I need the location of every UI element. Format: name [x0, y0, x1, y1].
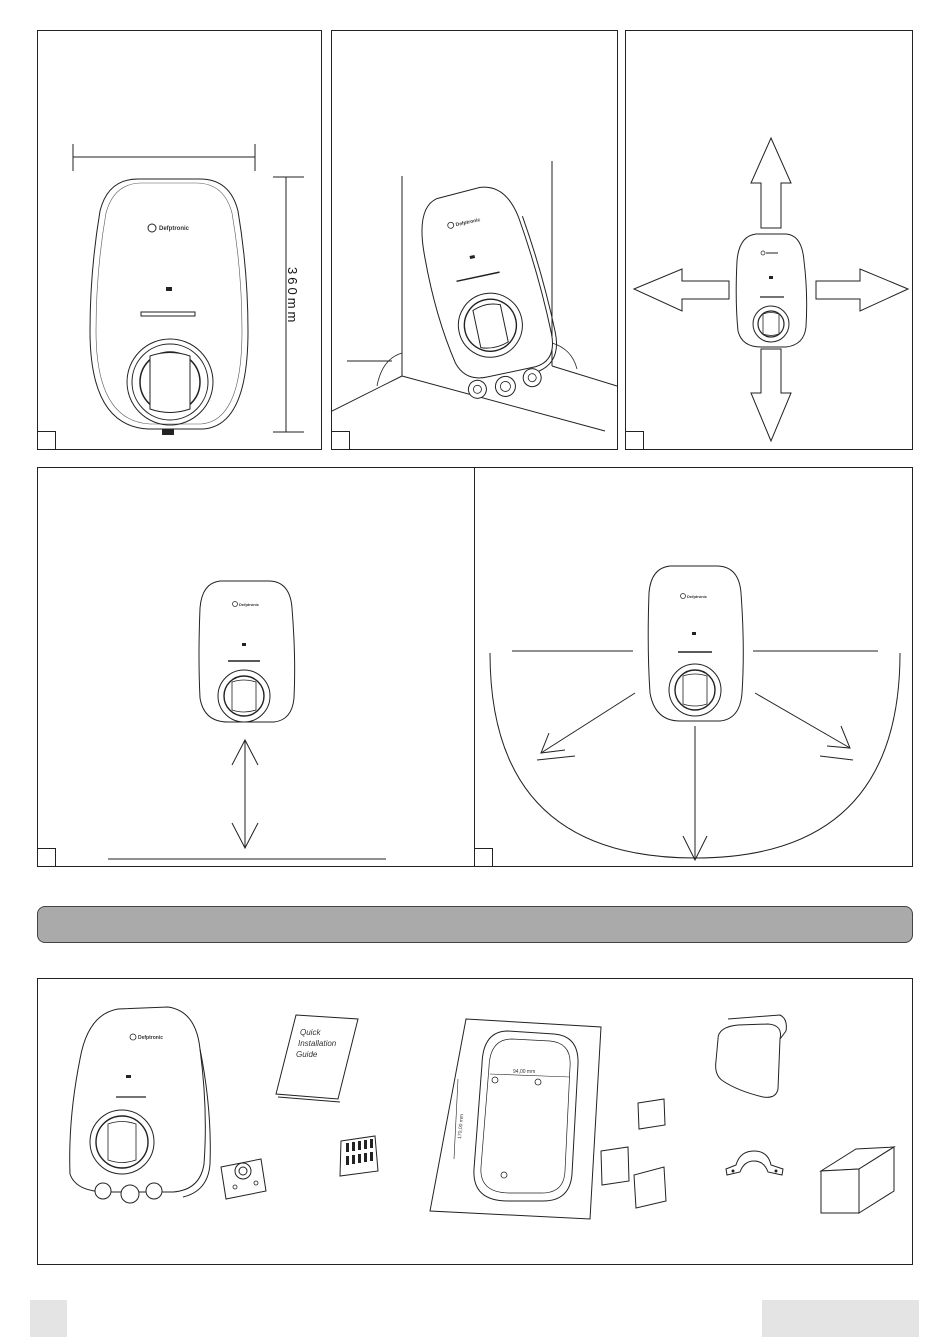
- mounting-template-illustration: 94,00 mm 170,00 mm: [430, 1019, 601, 1219]
- cable-reach-drawing: Defptronic: [475, 468, 914, 868]
- cable-clamp-illustration: [726, 1151, 783, 1175]
- brand-logo-text: Defptronic: [159, 226, 190, 232]
- arrow-down: [751, 349, 791, 441]
- arrow-left: [634, 269, 729, 311]
- height-from-floor-panel: Defptronic: [37, 467, 475, 867]
- dimensions-panel: Defptronic 360mm: [37, 30, 322, 450]
- package-contents-panel: Defptronic Quick Installation Guide: [37, 978, 913, 1265]
- cable-gland-illustration: [221, 1159, 266, 1199]
- screw-kit-illustration: [340, 1136, 378, 1176]
- package-box-illustration: [821, 1147, 894, 1213]
- panel-corner-marker-5: [475, 848, 493, 866]
- wall-corner-drawing: Defptronic: [332, 31, 619, 451]
- clearance-arrows-drawing: [626, 31, 914, 451]
- package-contents-drawing: Defptronic Quick Installation Guide: [38, 979, 914, 1266]
- cable-holder-illustration: [716, 1015, 787, 1097]
- panel-corner-marker-2: [332, 431, 350, 449]
- panel-corner-marker: [38, 431, 56, 449]
- adhesive-pads-illustration: [601, 1099, 666, 1208]
- brand-logo-text-4: Defptronic: [687, 594, 708, 599]
- wall-corner-panel: Defptronic: [331, 30, 618, 450]
- footer-label-box: [762, 1300, 919, 1337]
- panel-corner-marker-3: [626, 431, 644, 449]
- charger-unit-illustration: Defptronic: [70, 1007, 211, 1203]
- arrow-up: [751, 138, 791, 228]
- cable-reach-panel: Defptronic: [474, 467, 913, 867]
- brand-logo-text-5: Defptronic: [138, 1035, 163, 1041]
- guide-line-3: Guide: [296, 1050, 318, 1059]
- arrow-right: [816, 269, 908, 311]
- guide-line-1: Quick: [300, 1028, 321, 1037]
- clearance-arrows-panel: [625, 30, 913, 450]
- panel-corner-marker-4: [38, 848, 56, 866]
- page-number-box: [30, 1300, 67, 1337]
- height-dimension-label: 360mm: [285, 267, 300, 325]
- height-from-floor-drawing: Defptronic: [38, 468, 476, 868]
- template-width-label: 94,00 mm: [513, 1069, 535, 1075]
- brand-logo-text-3: Defptronic: [239, 602, 260, 607]
- quick-guide-booklet-illustration: Quick Installation Guide: [276, 1015, 358, 1102]
- guide-line-2: Installation: [298, 1039, 337, 1048]
- dimensions-drawing: Defptronic: [38, 31, 323, 451]
- section-header-bar: [37, 906, 913, 943]
